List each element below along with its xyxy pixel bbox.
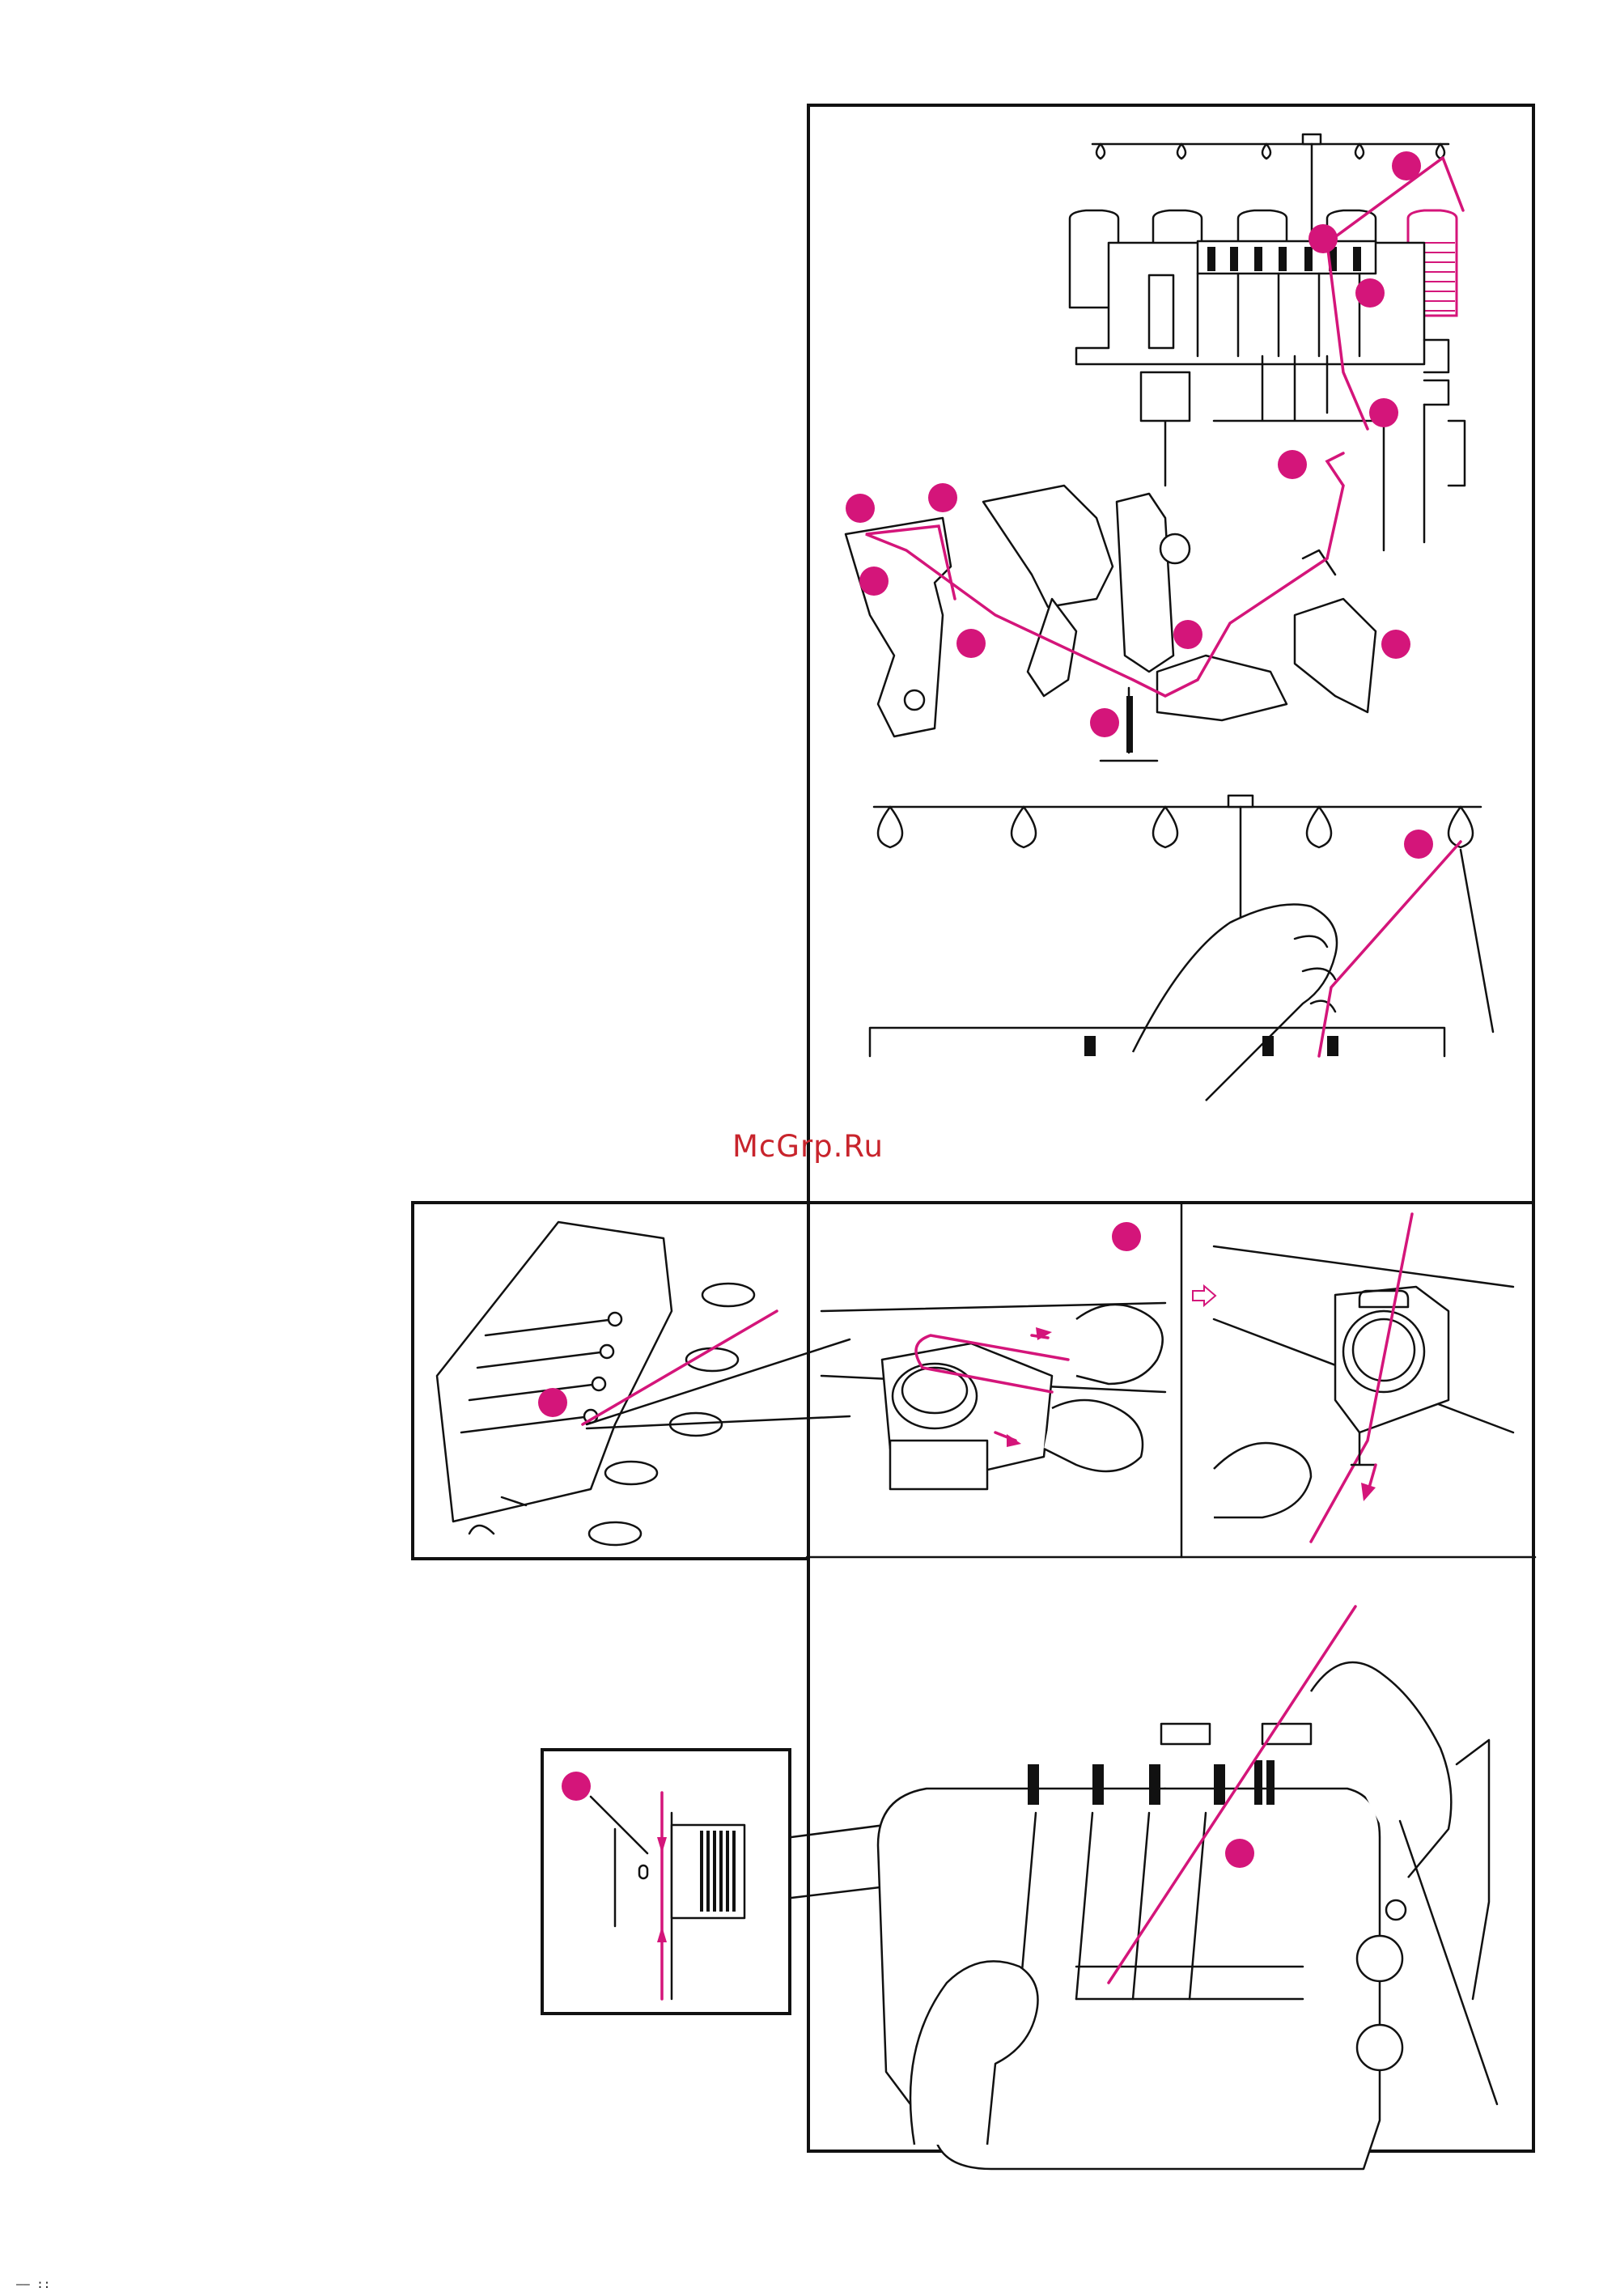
needle-clamp [1141,372,1190,486]
needle-bar-housing [1149,275,1173,348]
tension-dials-figure [437,1222,850,1545]
side-knobs [1424,340,1448,405]
indicator-light-icon [1386,1900,1406,1920]
tension-disc-seated-figure [1193,1214,1513,1542]
indicator-mark [639,1865,647,1878]
front-threading-figure [878,1606,1497,2169]
machine-right-edge [1424,405,1465,542]
tension-disc [893,1364,977,1428]
looper-shaft [1117,494,1173,672]
threading-overview-figure [846,134,1465,761]
watermark-text: McGrp.Ru [732,1129,884,1164]
looper-link [1157,656,1287,720]
lower-looper [846,518,951,736]
front-knob-lower [1357,2025,1402,2070]
hand-lower-icon [1044,1400,1143,1471]
stand-cap [1303,134,1321,144]
stand-loops-closeup [878,807,1473,847]
thread-guide-loops [1096,144,1444,159]
next-step-arrow-icon [1193,1286,1215,1305]
hand-pulling-icon [1214,1443,1311,1517]
upper-looper-arm [983,486,1113,607]
hand-upper-icon [1076,1305,1163,1384]
tension-disc-insert-figure [821,1222,1165,1489]
right-looper [1295,599,1376,712]
hand-icon [1133,905,1337,1101]
looper-holder [1028,599,1076,696]
page-footer-mark: —— :: [16,2278,50,2291]
front-knob-upper [1357,1936,1402,1981]
thread-stand-figure [870,796,1493,1101]
